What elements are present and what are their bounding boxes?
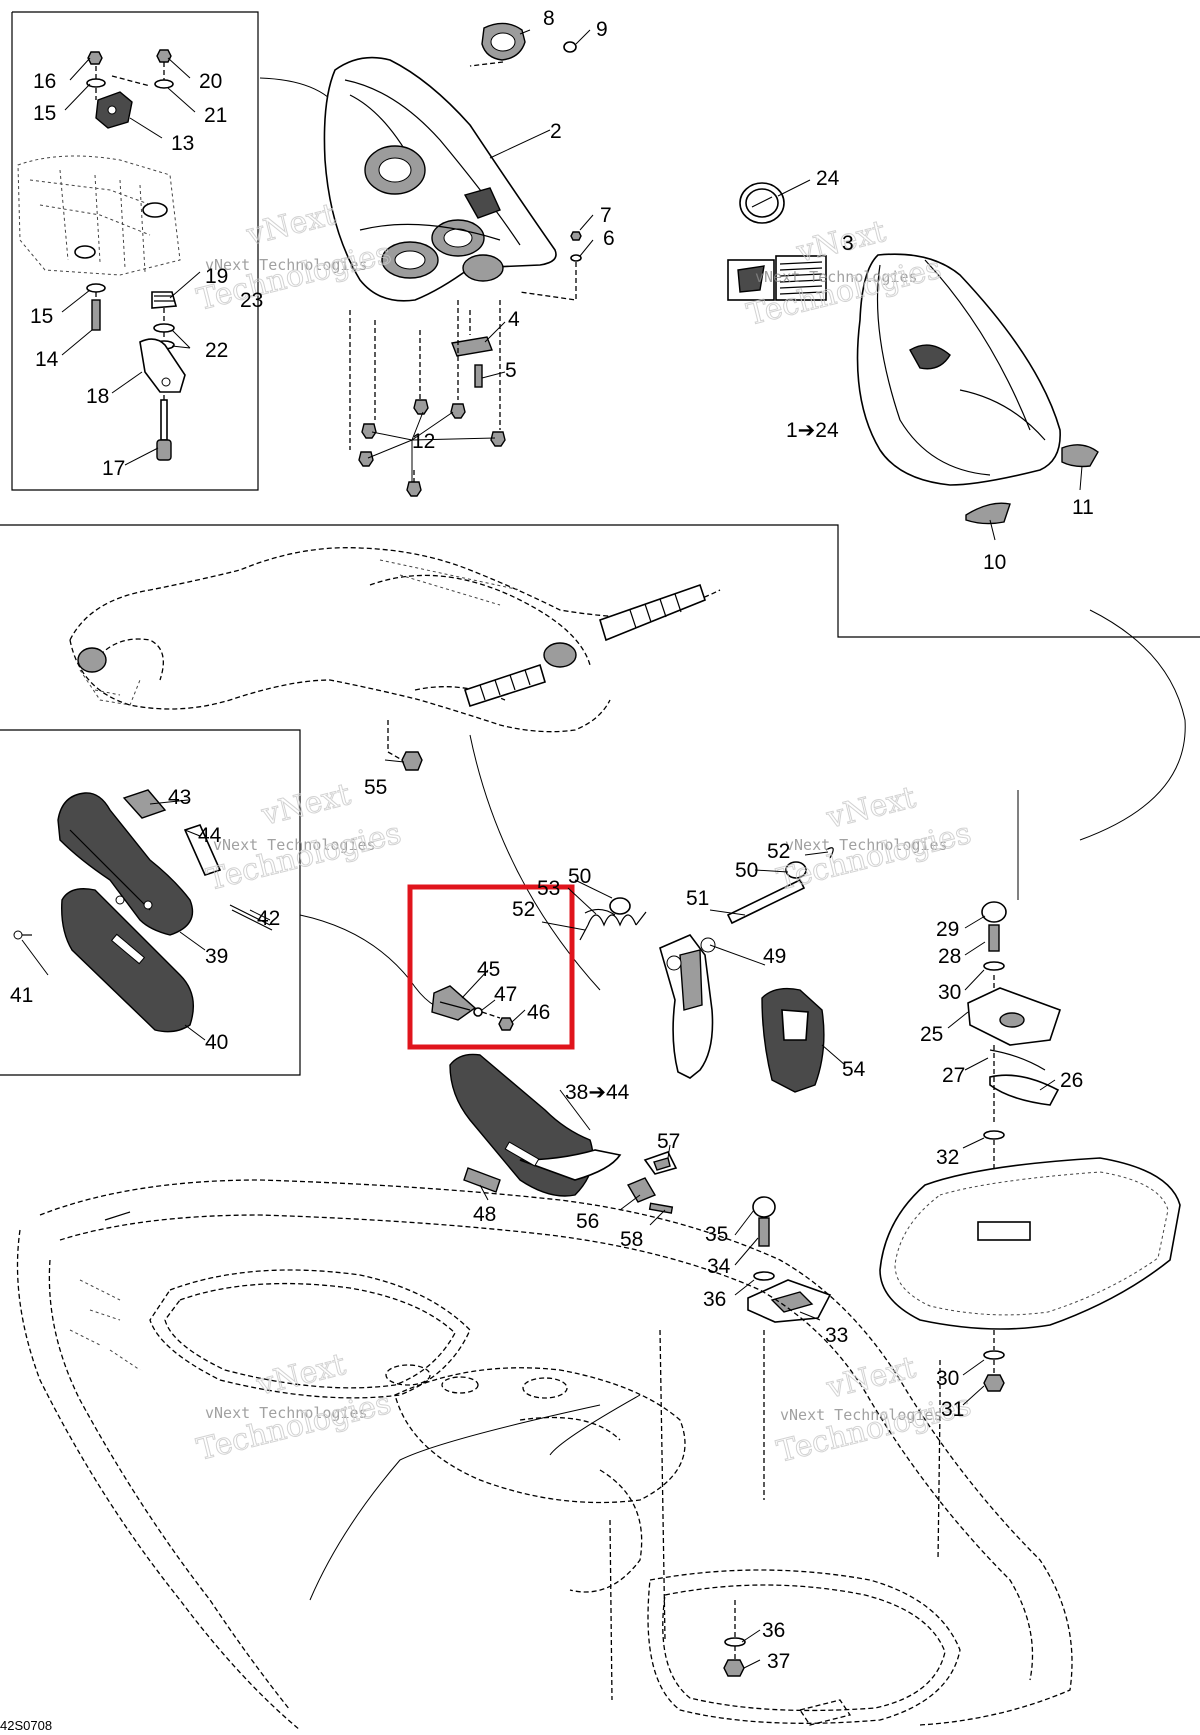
callout-43: 43: [168, 786, 191, 809]
diagram-code: 42S0708: [0, 1718, 52, 1733]
callout-14: 14: [35, 348, 59, 371]
callout-6: 6: [603, 227, 615, 250]
footrest-assembly: [449, 847, 834, 1214]
callout-44: 44: [198, 824, 222, 847]
callout-1-24: 1➔24: [786, 419, 839, 442]
watermarks: vNext Technologies vNext Technologies vN…: [193, 197, 975, 1471]
callout-55: 55: [364, 776, 387, 799]
watermark-text: vNext: [822, 1350, 919, 1406]
callout-22: 22: [205, 339, 228, 362]
callout-11: 11: [1072, 496, 1094, 519]
storage-assembly: [747, 790, 1181, 1392]
callout-21: 21: [204, 104, 227, 127]
seat-divider-frame: [0, 524, 1200, 638]
watermark-text: vNext: [242, 197, 339, 253]
callout-39: 39: [205, 945, 228, 968]
watermark-text: vNext: [257, 777, 354, 833]
callout-50-right: 50: [735, 859, 758, 882]
callout-52-right: 52: [767, 840, 790, 863]
watermark-text: vNext Technologies: [780, 1406, 943, 1424]
leader-lines: [21, 29, 1083, 1669]
callout-33: 33: [825, 1324, 848, 1347]
callout-23: 23: [240, 289, 263, 312]
watermark-text: vNext Technologies: [205, 256, 368, 274]
deck-outline: [16, 1179, 1073, 1731]
insert-nuts-12: [358, 399, 506, 497]
watermark-text: vNext Technologies: [213, 836, 376, 854]
callout-16: 16: [33, 70, 56, 93]
callout-30-bottom: 30: [936, 1367, 959, 1390]
callout-50-left: 50: [568, 865, 591, 888]
callout-57: 57: [657, 1130, 680, 1153]
callout-36-bottom: 36: [762, 1619, 785, 1642]
callout-47: 47: [494, 983, 517, 1006]
callout-46: 46: [527, 1001, 550, 1024]
callout-5: 5: [505, 359, 517, 382]
watermark-text: vNext: [822, 780, 919, 836]
callout-4: 4: [508, 308, 520, 331]
callout-13: 13: [171, 132, 194, 155]
callout-35: 35: [705, 1223, 728, 1246]
callout-15-bottom: 15: [30, 305, 53, 328]
callout-17: 17: [102, 457, 125, 480]
callout-52-left: 52: [512, 898, 535, 921]
callout-51: 51: [686, 887, 709, 910]
highlighted-parts-45-47: [431, 985, 514, 1031]
callout-12: 12: [412, 430, 435, 453]
watermark-text: Technologies: [773, 816, 974, 898]
callout-2: 2: [550, 120, 562, 143]
callout-9: 9: [596, 18, 608, 41]
callout-54: 54: [842, 1058, 866, 1081]
callout-20: 20: [199, 70, 222, 93]
seat-cover-assembly: [727, 182, 1099, 525]
gauge-mount-inset: [17, 49, 341, 461]
callout-15-top: 15: [33, 102, 56, 125]
callouts: 8 9 2 7 6 4 5 12 16 15 20 21 13 19 23 15…: [10, 7, 1094, 1673]
callout-3: 3: [842, 232, 854, 255]
callout-26: 26: [1060, 1069, 1083, 1092]
gauge-support-assembly: [323, 22, 582, 497]
callout-41: 41: [10, 984, 33, 1007]
callout-53: 53: [537, 877, 560, 900]
top-left-detail-frame: [11, 11, 259, 491]
callout-48: 48: [473, 1203, 496, 1226]
footrest-detail-frame: [0, 729, 301, 1076]
callout-36-top: 36: [703, 1288, 726, 1311]
callout-10: 10: [983, 551, 1006, 574]
callout-7: 7: [600, 204, 612, 227]
callout-8: 8: [543, 7, 555, 30]
callout-28: 28: [938, 945, 961, 968]
watermark-text: Technologies: [193, 1386, 394, 1468]
highlight-box: [407, 884, 575, 1050]
callout-30-top: 30: [938, 981, 961, 1004]
callout-49: 49: [763, 945, 786, 968]
callout-37: 37: [767, 1650, 790, 1673]
callout-40: 40: [205, 1031, 228, 1054]
callout-38-44: 38➔44: [565, 1081, 630, 1104]
callout-24: 24: [816, 167, 840, 190]
watermark-text: vNext Technologies: [755, 268, 918, 286]
callout-42: 42: [257, 907, 280, 930]
watermark-text: vNext Technologies: [785, 836, 948, 854]
callout-25: 25: [920, 1023, 943, 1046]
seat-outline-mid: [69, 547, 1186, 1011]
callout-29: 29: [936, 918, 959, 941]
callout-18: 18: [86, 385, 109, 408]
callout-32: 32: [936, 1146, 959, 1169]
footrest-inset: [13, 789, 273, 1033]
callout-34: 34: [707, 1255, 731, 1278]
callout-31: 31: [941, 1398, 964, 1421]
callout-27: 27: [942, 1064, 965, 1087]
callout-58: 58: [620, 1228, 643, 1251]
callout-56: 56: [576, 1210, 599, 1233]
watermark-text: Technologies: [203, 816, 404, 898]
callout-45: 45: [477, 958, 500, 981]
watermark-text: vNext Technologies: [205, 1404, 368, 1422]
callout-19: 19: [205, 265, 228, 288]
